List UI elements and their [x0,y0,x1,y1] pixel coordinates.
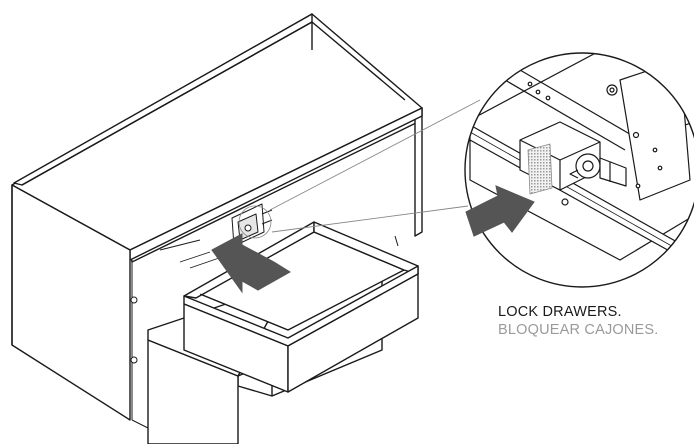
lock-clip [527,143,553,195]
hinge-hardware [130,356,138,364]
cabinet-right-side-panel [414,107,423,237]
cabinet [11,13,423,429]
detail-magnifier [464,52,694,288]
instruction-english: LOCK DRAWERS. [498,304,622,320]
instruction-spanish: BLOQUEAR CAJONES. [498,322,659,338]
callout-leader-lines [238,99,481,239]
push-arrow-icon [465,185,535,237]
push-arrow-icon [211,233,291,294]
hinge-hardware [130,296,138,304]
